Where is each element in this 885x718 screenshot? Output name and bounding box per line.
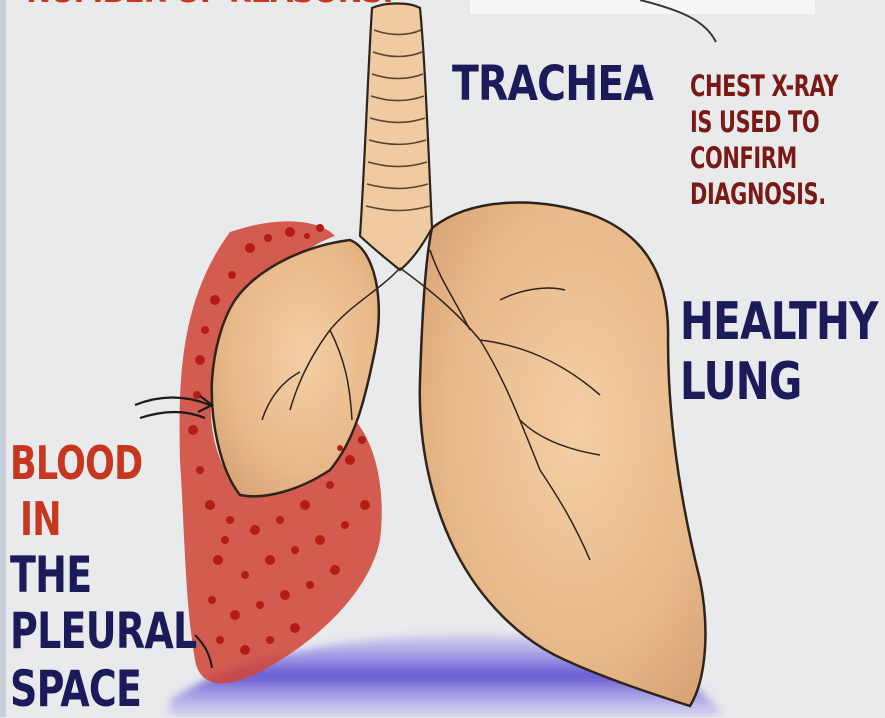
healthy-lung-illustration	[420, 202, 706, 706]
left-border	[0, 0, 6, 717]
blood-label-line-5: SPACE	[10, 664, 141, 714]
xray-note-line-2: IS USED TO	[690, 108, 819, 137]
blood-label-line-4: PLEURAL	[10, 606, 196, 656]
trachea-label: TRACHEA	[452, 60, 653, 108]
top-box	[470, 0, 815, 14]
trachea-illustration	[360, 4, 432, 271]
blood-label-line-3: THE	[10, 550, 91, 600]
blood-label-line-2: IN	[20, 496, 61, 542]
top-caption: NUMBER OF REASONS.	[26, 0, 393, 8]
healthy-lung-label-line-1: HEALTHY	[680, 296, 878, 348]
xray-note-line-1: CHEST X-RAY	[690, 72, 838, 101]
xray-note-line-4: DIAGNOSIS.	[690, 180, 826, 209]
healthy-lung-label-line-2: LUNG	[680, 356, 801, 408]
xray-note-line-3: CONFIRM	[690, 144, 797, 173]
blood-label-line-1: BLOOD	[10, 440, 142, 486]
